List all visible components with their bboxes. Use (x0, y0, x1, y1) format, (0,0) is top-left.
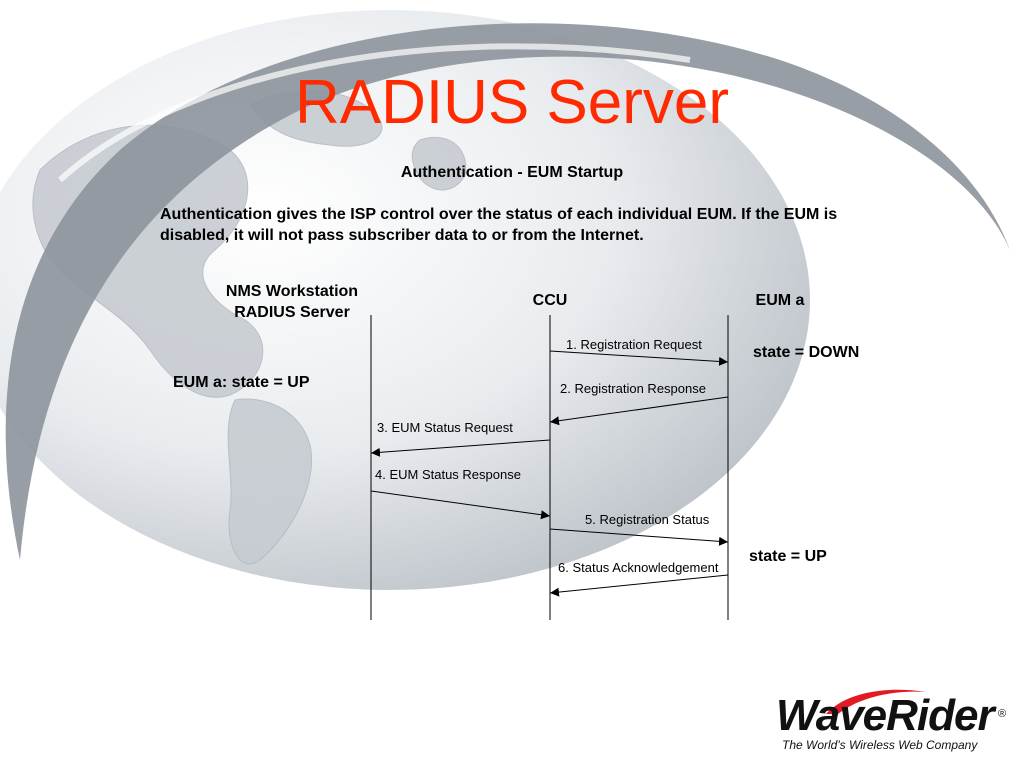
message-5-arrow (549, 528, 729, 546)
logo-registered: ® (998, 708, 1007, 720)
nms-state-label: EUM a: state = UP (173, 374, 310, 391)
message-2-arrow (549, 396, 729, 426)
message-1-label: 1. Registration Request (566, 337, 702, 352)
logo-brand: WaveRider (776, 691, 995, 740)
logo-swoosh-icon (826, 689, 926, 714)
slide-title: RADIUS Server (294, 68, 730, 137)
participant-eum-line1: EUM a (755, 292, 805, 309)
eum-state-down-label: state = DOWN (753, 344, 860, 361)
message-1-arrow (549, 350, 729, 366)
participant-ccu-line1: CCU (532, 292, 568, 309)
message-3-arrow (370, 439, 551, 457)
waverider-logo: WaveRider ® The World's Wireless Web Com… (776, 688, 1012, 756)
participant-nms: NMS Workstation RADIUS Server (202, 281, 382, 323)
slide-paragraph: Authentication gives the ISP control ove… (160, 206, 838, 244)
participant-eum: EUM a (730, 290, 830, 311)
participant-nms-line1: NMS Workstation (225, 283, 359, 300)
message-4-arrow (370, 490, 551, 520)
message-4-label: 4. EUM Status Response (375, 467, 521, 482)
participant-ccu: CCU (500, 290, 600, 311)
message-6-arrow (549, 574, 729, 597)
message-3-label: 3. EUM Status Request (377, 420, 513, 435)
logo-tagline: The World's Wireless Web Company (782, 738, 978, 752)
message-6-label: 6. Status Acknowledgement (558, 560, 719, 575)
participant-nms-line2: RADIUS Server (234, 304, 350, 321)
message-5-label: 5. Registration Status (585, 512, 710, 527)
eum-state-up-label: state = UP (749, 548, 827, 565)
slide-subtitle: Authentication - EUM Startup (400, 164, 624, 181)
message-2-label: 2. Registration Response (560, 381, 706, 396)
